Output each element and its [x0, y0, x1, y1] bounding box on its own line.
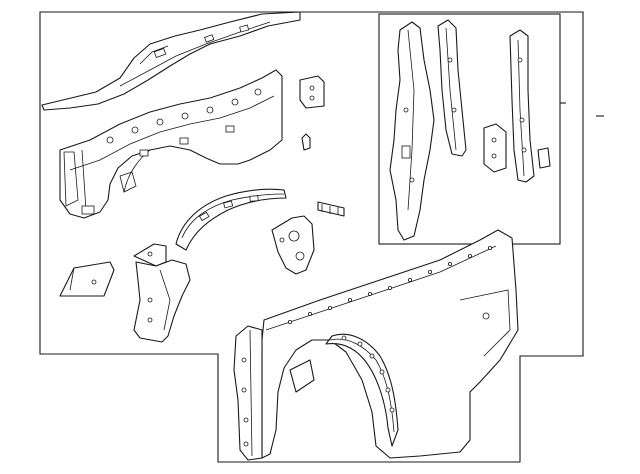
outer-bed-side-panel [261, 229, 519, 459]
inset-bracket-tiny [537, 147, 551, 169]
small-clip [301, 133, 311, 151]
floor-reinforcement [59, 261, 115, 297]
wheelhouse-arch-inner [175, 188, 287, 251]
main-frame-outline [39, 11, 584, 463]
side-corner-bracket [133, 243, 167, 267]
inset-frame [378, 13, 561, 245]
inset-bracket-small [483, 123, 507, 173]
front-pillar-inner [133, 259, 191, 343]
inset-pillar-mid [437, 19, 467, 157]
inset-pillar-right [509, 29, 535, 183]
inset-pillar-long [389, 21, 435, 241]
inner-bed-side-panel [59, 69, 283, 219]
wheelhouse-brace [271, 215, 315, 275]
small-bracket-upper [299, 75, 325, 109]
bracket-small-right [317, 201, 345, 217]
cross-sill-rail [41, 11, 301, 111]
front-pillar-outer [233, 325, 263, 461]
